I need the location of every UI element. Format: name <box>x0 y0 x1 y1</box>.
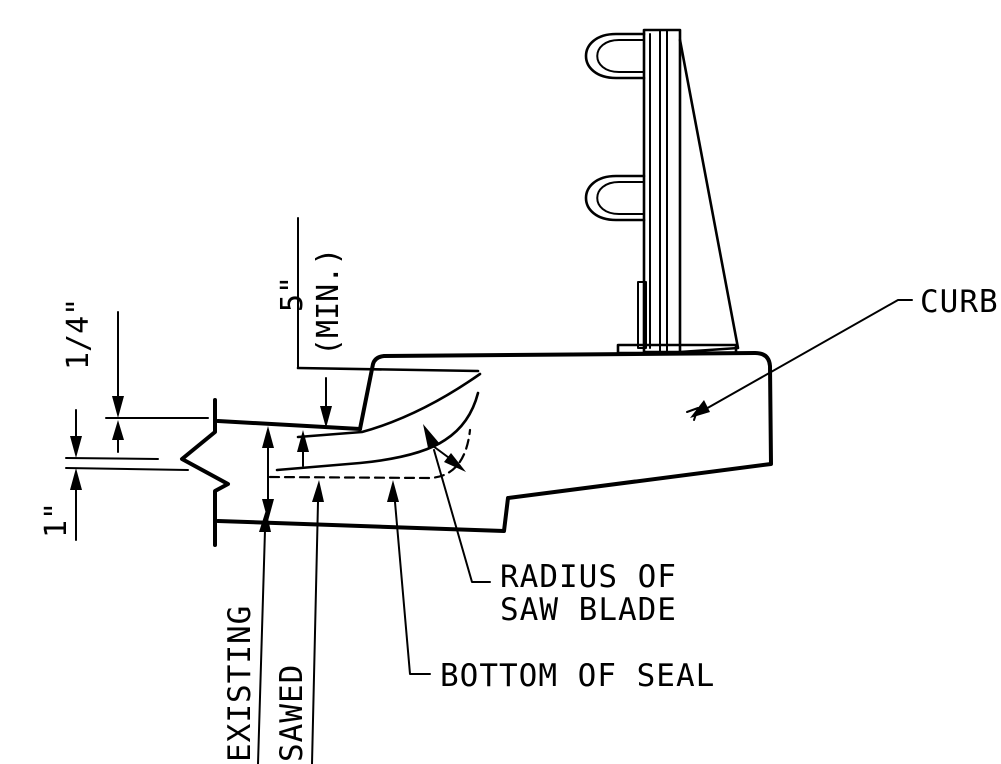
one-inch-label: 1" <box>39 502 74 538</box>
sawed-label: SAWED <box>274 664 310 762</box>
curb-label: CURB <box>920 284 999 320</box>
pavement-surfaces <box>65 398 362 547</box>
lower-rail <box>584 174 646 222</box>
radius-of-saw-blade-label-line2: SAW BLADE <box>500 592 677 628</box>
depth-5-inch-label: 5" <box>275 276 310 312</box>
existing-label: EXISTING <box>222 605 258 762</box>
quarter-inch-label: 1/4" <box>61 298 96 370</box>
saw-cut-seal <box>268 366 482 480</box>
leader-lines <box>257 299 913 764</box>
depth-min-note: (MIN.) <box>311 248 346 356</box>
bottom-of-seal-label: BOTTOM OF SEAL <box>440 658 715 694</box>
upper-rail <box>584 32 646 80</box>
radius-of-saw-blade-label-line1: RADIUS OF <box>500 559 677 595</box>
dimension-lines <box>70 217 332 541</box>
